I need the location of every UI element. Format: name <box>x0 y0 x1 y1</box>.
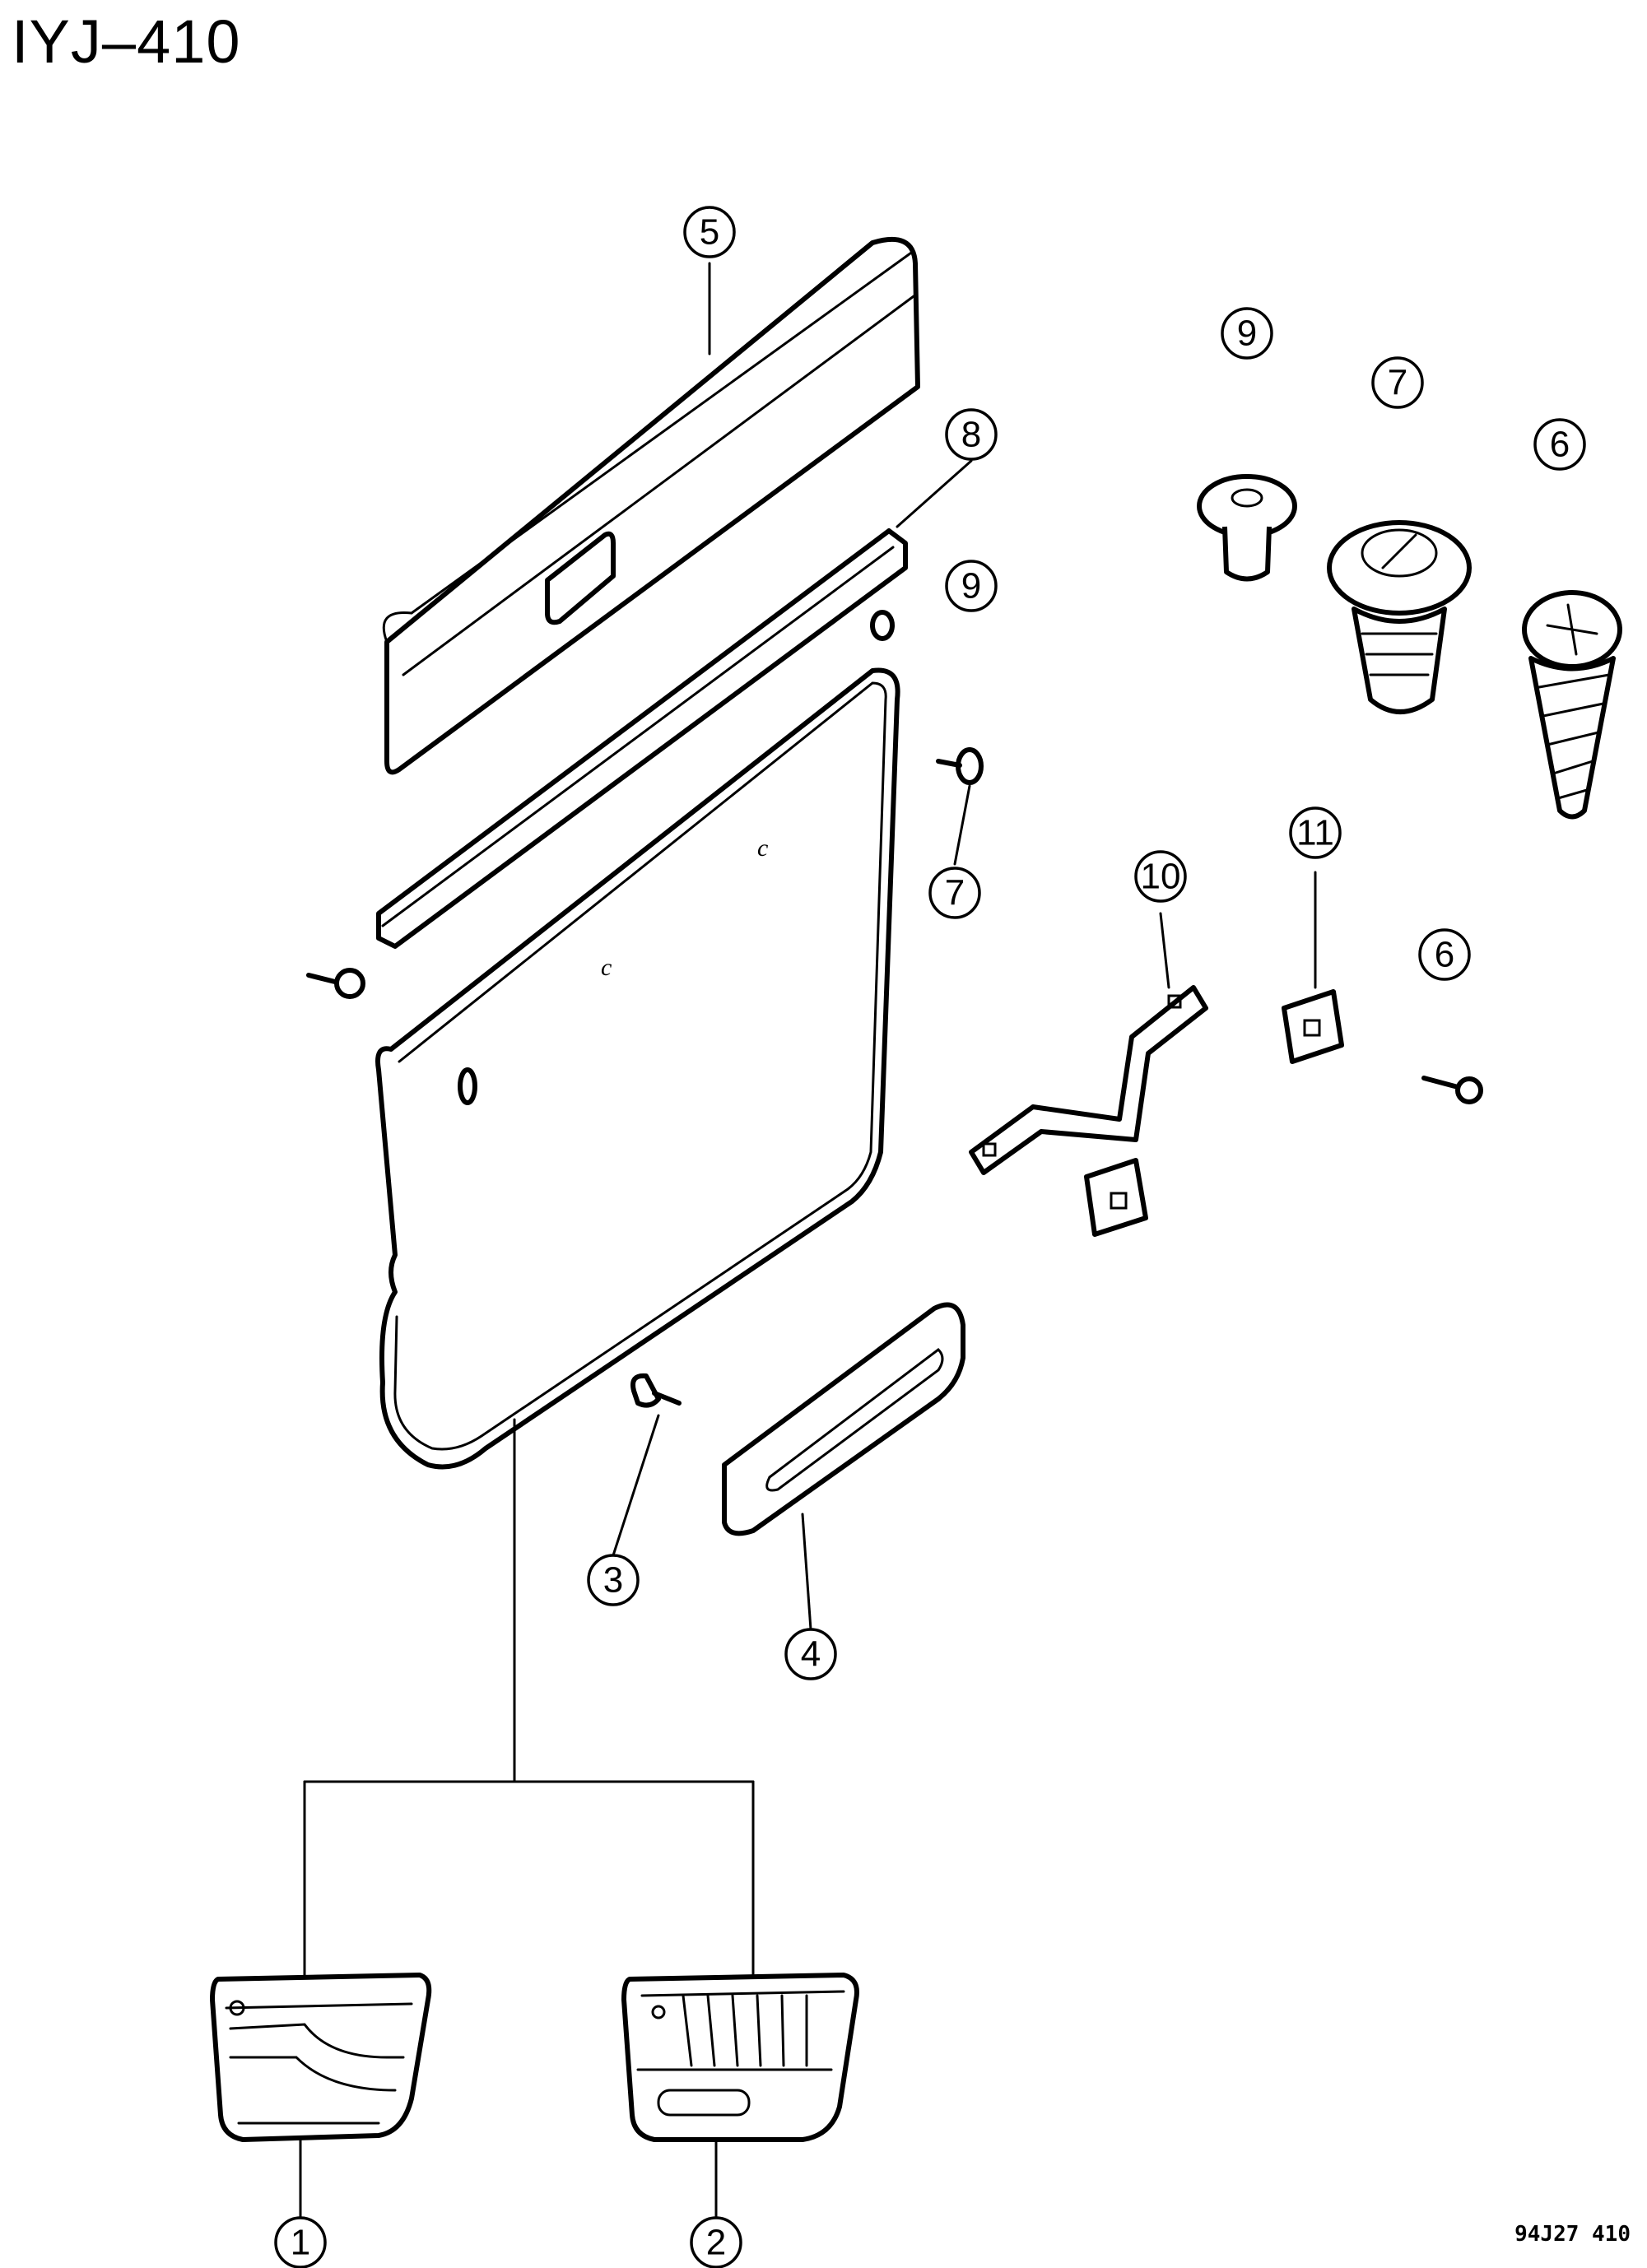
callout-6-small: 6 <box>1418 928 1471 981</box>
svg-text:9: 9 <box>961 566 981 607</box>
screw-part-6-small <box>1421 1076 1483 1104</box>
door-trim-panel: c c <box>375 667 900 1470</box>
panel-mark: c <box>757 834 768 862</box>
clip-part-11 <box>1282 989 1344 1064</box>
lower-clip <box>1084 1158 1148 1237</box>
callout-8: 8 <box>945 408 998 461</box>
svg-text:6: 6 <box>1435 935 1454 975</box>
svg-text:11: 11 <box>1296 813 1334 853</box>
svg-text:7: 7 <box>1388 363 1407 403</box>
callout-2: 2 <box>690 2216 742 2268</box>
door-panel-variant-1 <box>210 1973 432 2142</box>
callout-3: 3 <box>587 1554 640 1606</box>
svg-text:9: 9 <box>1237 314 1257 354</box>
clip-part-7-small <box>936 747 984 785</box>
plug-part-9-small <box>870 610 895 641</box>
callout-10: 10 <box>1134 850 1187 903</box>
window-seal-strip <box>376 528 908 949</box>
callout-5: 5 <box>683 206 736 258</box>
callout-11: 11 <box>1289 806 1342 859</box>
armrest-pull-handle <box>722 1302 965 1536</box>
svg-text:6: 6 <box>1550 425 1570 465</box>
variant-leader-lines <box>303 1418 755 1977</box>
panel-screw <box>306 968 365 999</box>
panel-mark: c <box>601 954 612 981</box>
callout-7-detail: 7 <box>1371 356 1424 409</box>
callout-7-small: 7 <box>928 867 981 919</box>
svg-text:10: 10 <box>1141 857 1181 897</box>
callout-leaders <box>299 262 1317 2248</box>
screw-part-6-detail <box>1522 590 1622 820</box>
push-clip-part-7-detail <box>1327 520 1472 714</box>
door-panel-variant-2 <box>621 1973 859 2142</box>
callout-1: 1 <box>274 2216 327 2268</box>
callout-6-detail: 6 <box>1533 418 1586 471</box>
svg-text:4: 4 <box>801 1634 821 1675</box>
screw-part-3 <box>630 1373 682 1408</box>
svg-text:3: 3 <box>603 1560 623 1601</box>
svg-text:1: 1 <box>291 2223 310 2263</box>
panel-hole <box>458 1067 477 1105</box>
upper-trim-panel <box>382 237 920 775</box>
plug-part-9-detail <box>1197 474 1297 582</box>
svg-text:8: 8 <box>961 415 981 455</box>
drawing-code: 94J27 410 <box>1514 2222 1631 2247</box>
svg-text:5: 5 <box>700 212 719 253</box>
svg-text:2: 2 <box>706 2223 726 2263</box>
svg-text:7: 7 <box>945 873 965 913</box>
bracket-part-10 <box>969 985 1208 1175</box>
diagram-title: IYJ–410 <box>12 7 241 76</box>
callout-4: 4 <box>784 1628 837 1680</box>
callout-9-small: 9 <box>945 560 998 612</box>
callout-9-detail: 9 <box>1221 307 1273 360</box>
